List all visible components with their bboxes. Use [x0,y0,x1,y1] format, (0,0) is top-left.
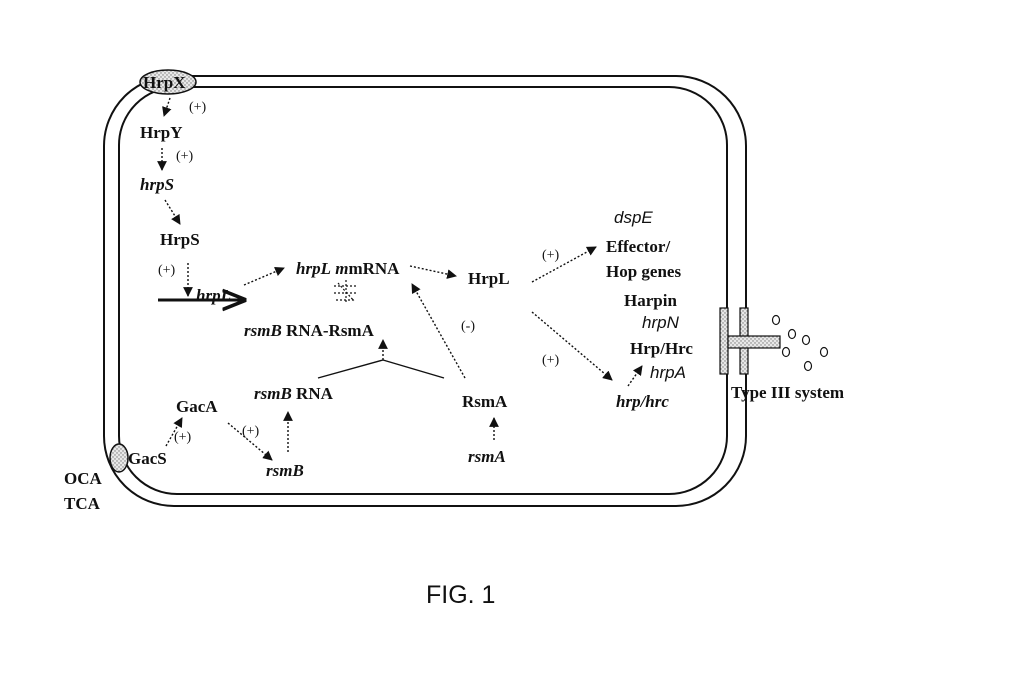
rsmb-rna-gene: rsmB [254,384,292,403]
hrpn-label: hrpN [642,313,679,332]
arrow-hrpl-mrna [243,266,285,286]
hrps-protein-label: HrpS [160,230,200,249]
oca-label: OCA [64,469,102,488]
positive-sign-hrps: (+) [158,263,176,278]
gacs-receptor [109,443,129,473]
rsmb-rsma-complex-label: rsmB RNA-RsmA [244,322,374,339]
binding-inhibition-symbol [334,280,358,303]
rsmb-rna-suffix: RNA [296,384,333,403]
hop-genes-label: Hop genes [606,262,682,281]
arrow-hrpx-hrpy [162,97,172,117]
positive-sign-hrp: (+) [542,353,560,368]
hrpl-mrna-label: hrpL mmRNA [296,260,399,277]
hrpx-label: HrpX [143,73,186,92]
hrpl-mrna-suffix: mRNA [348,259,400,278]
arrow-hrpl-hrp-hrc [531,311,613,381]
complex-branches [317,359,445,379]
hrp-hrc-gene-label: hrp/hrc [616,392,669,411]
rsma-gene-label: rsmA [468,447,506,466]
arrow-gaca-rsmb [227,422,273,461]
cell-outer-membrane [103,75,747,507]
dspe-label: dspE [614,208,653,227]
hrpa-label: hrpA [650,363,686,382]
positive-sign-hrpx: (+) [189,100,207,115]
harpin-label: Harpin [624,291,677,310]
hrpy-label: HrpY [140,123,183,142]
tca-label: TCA [64,494,100,513]
gaca-label: GacA [176,397,218,416]
hrpl-protein-label: HrpL [468,269,510,288]
positive-sign-gacs: (+) [174,430,192,445]
rsmb-rna-label: rsmB RNA [254,385,333,402]
effector-label: Effector/ [606,237,671,256]
arrow-gacs-gaca [165,417,183,447]
arrow-hrps-gene-protein [164,199,181,225]
positive-sign-hrpy: (+) [176,149,194,164]
cell-inner-membrane [118,86,728,495]
arrow-hrp-hrc-hrpa [627,365,643,387]
negative-sign: (-) [461,319,475,334]
arrow-mrna-hrpl-protein [409,265,457,279]
rsmb-complex-suffix: RNA-RsmA [286,321,374,340]
rsmb-gene-label: rsmB [266,461,304,480]
hrpl-mrna-gene: hrpL [296,259,331,278]
figure-caption: FIG. 1 [426,581,496,609]
hrpx-receptor [139,69,197,95]
hrp-hrc-protein-label: Hrp/Hrc [630,339,693,358]
mrna-m: m [335,259,349,278]
type3-system-label: Type III system [731,383,845,402]
hrps-gene-label: hrpS [140,175,175,194]
rsma-protein-label: RsmA [462,392,508,411]
type3-pillar-left [719,307,729,375]
positive-sign-effector: (+) [542,248,560,263]
rsmb-complex-gene: rsmB [244,321,282,340]
type3-needle [727,335,781,349]
positive-sign-gaca: (+) [242,424,260,439]
gacs-label: GacS [128,449,167,468]
arrow-rsma-mrna [411,283,466,379]
arrow-hrpl-effector [531,246,597,283]
secreted-proteins [771,314,829,372]
hrpl-gene-label: hrpL [196,286,231,305]
